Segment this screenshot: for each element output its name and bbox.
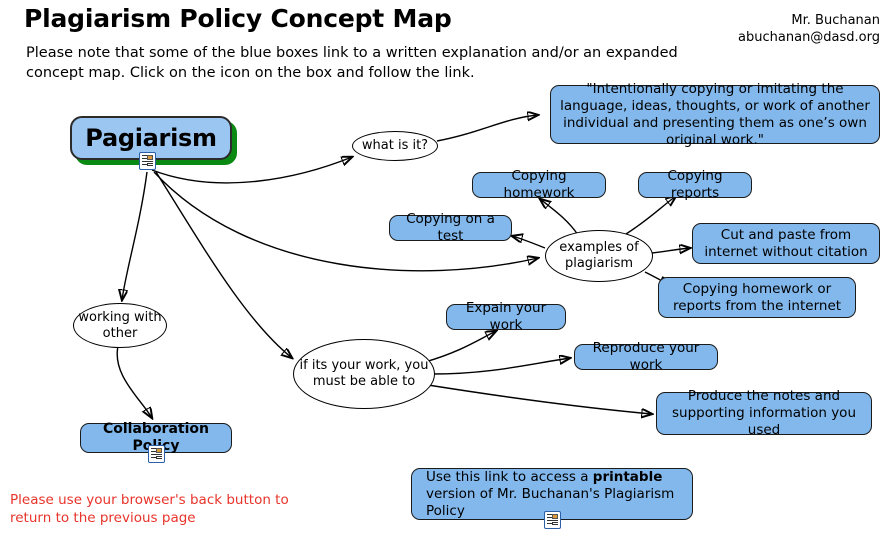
document-link-icon[interactable] bbox=[544, 511, 561, 529]
doc-bar-glyph bbox=[147, 161, 153, 167]
doc-thumb-glyph bbox=[552, 514, 558, 519]
edge-what-is-it-to-definition bbox=[436, 115, 538, 142]
author-email: abuchanan@dasd.org bbox=[738, 30, 880, 45]
node-examples-of-plagiarism[interactable]: examples of plagiarism bbox=[545, 230, 653, 282]
node-reproduce-your-work-label: Reproduce your work bbox=[592, 340, 700, 373]
node-cut-and-paste-from-internet[interactable]: Cut and paste from internet without cita… bbox=[692, 223, 880, 264]
node-homework-or-reports-from-internet[interactable]: Copying homework or reports from the int… bbox=[658, 277, 856, 318]
edge-working-with-other-to-collaboration bbox=[116, 345, 152, 418]
edge-if-work-to-reproduce bbox=[431, 358, 570, 375]
document-link-icon[interactable] bbox=[148, 445, 165, 463]
edge-root-to-if-its-your-work bbox=[155, 171, 292, 358]
node-cut-and-paste-label: Cut and paste from internet without cita… bbox=[704, 226, 868, 260]
node-homework-from-internet-label: Copying homework or reports from the int… bbox=[672, 280, 842, 314]
node-explain-your-work-label: Expain your work bbox=[465, 300, 547, 333]
node-collaboration-policy[interactable]: Collaboration Policy bbox=[80, 421, 232, 454]
doc-thumb-glyph bbox=[147, 155, 153, 160]
node-root-pagiarism[interactable]: Pagiarism bbox=[70, 116, 232, 160]
author-name: Mr. Buchanan bbox=[791, 13, 880, 28]
node-copying-homework-label: Copying homework bbox=[503, 168, 575, 201]
node-what-is-it[interactable]: what is it? bbox=[352, 131, 438, 161]
footer-back-button-note: Please use your browser's back button to… bbox=[10, 492, 289, 526]
node-produce-the-notes[interactable]: Produce the notes and supporting informa… bbox=[656, 388, 872, 438]
node-collaboration-policy-label: Collaboration Policy bbox=[102, 421, 209, 454]
document-link-icon[interactable] bbox=[139, 152, 156, 170]
node-copying-on-a-test-label: Copying on a test bbox=[406, 211, 495, 244]
doc-bar-glyph bbox=[156, 454, 162, 460]
edge-root-to-working-with-other bbox=[122, 171, 148, 300]
printable-link-text-part1: Use this link to access a bbox=[426, 468, 593, 485]
node-printable-link-label: Use this link to access a printable vers… bbox=[426, 469, 678, 520]
author-contact: Mr. Buchanan abuchanan@dasd.org bbox=[738, 12, 880, 46]
node-produce-the-notes-label: Produce the notes and supporting informa… bbox=[671, 388, 856, 438]
node-copying-reports-label: Copying reports bbox=[667, 168, 723, 201]
node-reproduce-your-work[interactable]: Reproduce your work bbox=[574, 340, 718, 373]
edge-examples-to-copying-on-a-test bbox=[512, 236, 546, 249]
intro-text: Please note that some of the blue boxes … bbox=[26, 45, 678, 81]
node-copying-on-a-test[interactable]: Copying on a test bbox=[389, 211, 512, 244]
edge-examples-to-copying-homework bbox=[540, 199, 579, 236]
edge-if-work-to-explain bbox=[424, 331, 496, 363]
printable-link-text-part2: version of Mr. Buchanan's Plagiarism Pol… bbox=[426, 485, 675, 519]
node-root-label: Pagiarism bbox=[85, 124, 217, 152]
doc-bar-glyph bbox=[552, 520, 558, 526]
node-if-its-your-work[interactable]: if its your work, you must be able to bbox=[293, 339, 435, 409]
node-working-with-other-label: working with other bbox=[78, 309, 162, 341]
page-title: Plagiarism Policy Concept Map bbox=[24, 4, 452, 33]
node-what-is-it-label: what is it? bbox=[361, 138, 429, 153]
node-copying-homework[interactable]: Copying homework bbox=[472, 168, 606, 201]
edge-root-to-what-is-it bbox=[151, 157, 352, 184]
doc-lines-glyph bbox=[142, 155, 148, 167]
doc-lines-glyph bbox=[151, 448, 157, 460]
doc-thumb-glyph bbox=[156, 448, 162, 453]
node-copying-reports[interactable]: Copying reports bbox=[638, 168, 752, 201]
edge-if-work-to-produce-notes bbox=[427, 384, 652, 414]
edge-examples-to-cut-and-paste bbox=[651, 248, 690, 253]
node-if-its-your-work-label: if its your work, you must be able to bbox=[299, 358, 429, 389]
node-definition[interactable]: "Intentionally copying or imitating the … bbox=[550, 81, 880, 148]
node-working-with-other[interactable]: working with other bbox=[73, 303, 167, 348]
node-examples-label: examples of plagiarism bbox=[559, 240, 639, 271]
doc-lines-glyph bbox=[547, 514, 553, 526]
node-definition-label: "Intentionally copying or imitating the … bbox=[560, 80, 870, 148]
printable-link-bold-word: printable bbox=[592, 468, 663, 485]
node-explain-your-work[interactable]: Expain your work bbox=[446, 300, 566, 333]
